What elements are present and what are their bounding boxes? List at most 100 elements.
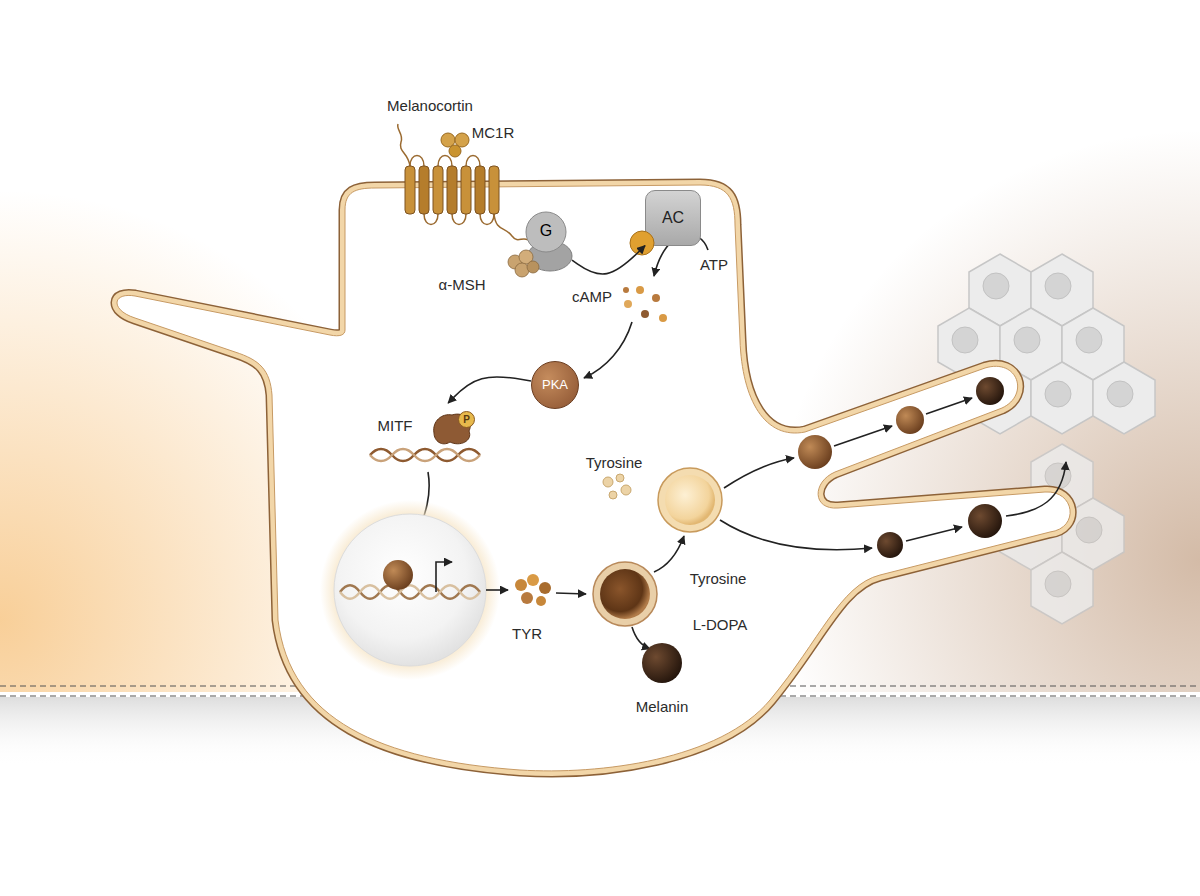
g-protein: G: [520, 210, 572, 274]
camp-dot: [652, 294, 660, 302]
transcription-start: [436, 562, 452, 592]
dna-helix: [340, 585, 480, 599]
transcription-factor: [383, 560, 413, 590]
signal-arrow: [572, 246, 645, 275]
part-label: Melanocortin: [387, 97, 473, 114]
ligand-part: [527, 261, 539, 273]
camp-molecules: [623, 286, 667, 322]
melanosome-core: [665, 475, 715, 525]
ligand-part: [515, 263, 529, 277]
nucleus-glow: [320, 500, 500, 680]
enzyme-part: [539, 582, 551, 594]
ligand-part: [449, 145, 461, 157]
enzyme-part: [527, 574, 539, 586]
transfer-arrow: [1006, 462, 1066, 516]
tyrosine-dot: [621, 485, 631, 495]
nucleus: [334, 514, 486, 666]
dna-strand: [370, 449, 480, 461]
protein-kinase: PKA: [531, 361, 579, 409]
tyrosine-dot: [603, 477, 613, 487]
phosphate-group: P: [458, 411, 475, 428]
melanosome-vesicle: [593, 562, 657, 626]
camp-dot: [636, 286, 644, 294]
part-label: MC1R: [472, 124, 515, 141]
transport-arrow: [834, 426, 892, 446]
receptor-tail: [398, 124, 410, 166]
receptor-helix: [461, 166, 471, 214]
node-text: MITF: [372, 418, 418, 435]
transport-arrow: [720, 520, 872, 550]
flow-arrow: [584, 322, 632, 378]
melanosome: [896, 406, 924, 434]
alpha-msh-ligand: [508, 250, 539, 277]
melanosome: [968, 504, 1002, 538]
receptor-helix: [475, 166, 485, 214]
protein-outline: [520, 210, 572, 274]
part-label: Melanin: [636, 698, 689, 715]
camp-dot: [641, 310, 649, 318]
part-label: ATP: [700, 256, 728, 273]
node-text: G: [520, 222, 572, 240]
receptor-helix: [489, 166, 499, 214]
node-text: AC: [662, 209, 684, 227]
transcription-factor: MITF P: [372, 403, 482, 447]
receptor-tail: [494, 214, 528, 240]
receptor-helix: [433, 166, 443, 214]
keratinocyte: [1031, 552, 1093, 624]
dna-strand: [340, 585, 480, 599]
receptor-helix: [405, 166, 415, 214]
part-label: Tyrosine: [586, 454, 643, 471]
cell-membrane: [117, 185, 1070, 771]
transport-arrow: [724, 458, 794, 488]
part-label: TYR: [512, 625, 542, 642]
camp-dot: [659, 314, 667, 322]
melanocortin-ligand: [441, 133, 469, 157]
node-text: PKA: [542, 378, 568, 392]
dna-helix: [370, 449, 480, 461]
melanin-granule: [642, 643, 682, 683]
tyrosine-dot: [609, 491, 617, 499]
receptor-helix: [419, 166, 429, 214]
dna-strand: [340, 585, 480, 599]
adenylyl-cyclase: AC: [645, 190, 701, 246]
receptor-loop: [424, 214, 494, 225]
enzyme-part: [536, 596, 546, 606]
part-label: L-DOPA: [693, 616, 748, 633]
keratinocyte: [1093, 362, 1155, 434]
cell-membrane: [117, 185, 1070, 771]
transport-arrow: [926, 398, 972, 414]
melanosome: [877, 532, 903, 558]
cytoplasm: [117, 185, 1070, 771]
protein-body: [434, 414, 471, 444]
part-label: cAMP: [572, 288, 612, 305]
enzyme-part: [521, 592, 533, 604]
part-label: Tyrosine: [690, 570, 747, 587]
tyrosine-dot: [616, 474, 624, 482]
melanosome: [798, 435, 832, 469]
signal-arrow: [448, 377, 531, 403]
flow-arrow: [486, 589, 508, 591]
camp-dot: [624, 300, 632, 308]
ligand-part: [508, 255, 522, 269]
g-alpha-subunit: [630, 231, 654, 255]
ligand-part: [519, 250, 533, 264]
tyrosine-molecules: [603, 474, 631, 499]
keratinocyte: [1031, 362, 1093, 434]
part-label: α-MSH: [439, 276, 486, 293]
flow-arrow: [654, 536, 684, 572]
flow-arrow: [556, 593, 586, 594]
melanosome-core: [600, 569, 650, 619]
melanosome-vesicle: [658, 468, 722, 532]
flow-arrow: [632, 627, 650, 649]
dna-strand: [370, 449, 480, 461]
transport-arrow: [906, 527, 962, 541]
enzyme-part: [515, 579, 527, 591]
tyrosinase-enzyme: [515, 574, 551, 606]
